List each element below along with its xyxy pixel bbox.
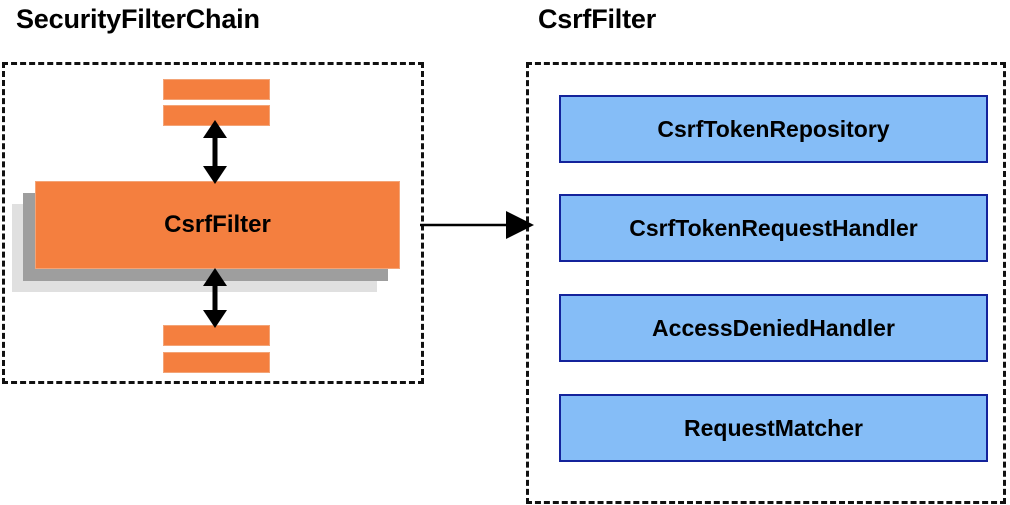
collaborator-box-csrf-token-repository[interactable]: CsrfTokenRepository xyxy=(559,95,988,163)
double-arrow-vertical-top-icon xyxy=(203,120,227,184)
group-box-csrf-filter xyxy=(526,62,1006,504)
double-arrow-vertical-bottom-icon xyxy=(203,268,227,328)
collaborator-box-request-matcher[interactable]: RequestMatcher xyxy=(559,394,988,462)
collaborator-box-csrf-token-request-handler[interactable]: CsrfTokenRequestHandler xyxy=(559,194,988,262)
group-box-security-filter-chain xyxy=(2,62,424,384)
collaborator-box-access-denied-handler[interactable]: AccessDeniedHandler xyxy=(559,294,988,362)
csrf-filter-box[interactable]: CsrfFilter xyxy=(35,181,400,269)
filter-bar-above-1 xyxy=(163,79,270,100)
arrow-right-icon xyxy=(420,211,534,239)
page-title-csrf-filter: CsrfFilter xyxy=(538,4,657,34)
filter-bar-below-2 xyxy=(163,352,270,373)
page-title-security-filter-chain: SecurityFilterChain xyxy=(16,4,260,34)
filter-bar-below-1 xyxy=(163,325,270,346)
